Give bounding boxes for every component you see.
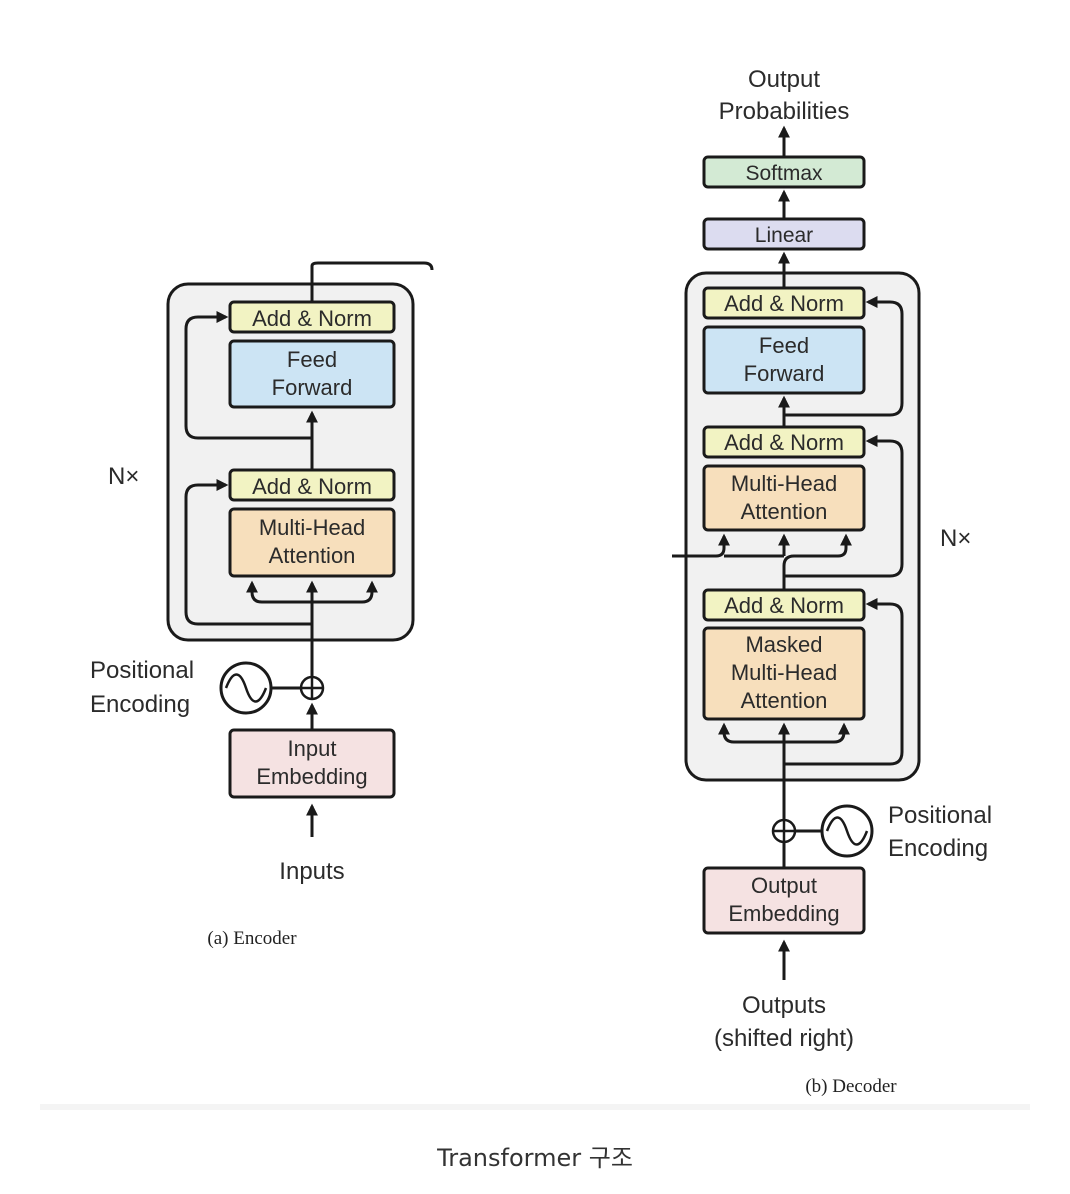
decoder-subcaption: (b) Decoder [805,1076,897,1097]
decoder-feed-forward: Feed Forward [702,325,866,395]
svg-text:Attention: Attention [741,499,828,524]
svg-text:Add & Norm: Add & Norm [724,430,844,455]
svg-text:Output: Output [751,873,817,898]
encoder-feed-forward: Feed Forward [228,339,396,409]
transformer-diagram: N× Add & Norm Feed Forward Add & Norm [90,66,992,1097]
svg-text:Positional: Positional [888,802,992,829]
svg-text:Add & Norm: Add & Norm [252,306,372,331]
svg-text:Attention: Attention [269,543,356,568]
decoder-masked-multi-head-attention: Masked Multi-Head Attention [702,626,866,721]
svg-text:Add & Norm: Add & Norm [724,291,844,316]
svg-text:Multi-Head: Multi-Head [259,515,365,540]
svg-text:Forward: Forward [744,361,825,386]
svg-text:Feed: Feed [759,333,809,358]
encoder-layer-stack [166,282,415,642]
encoder-input-embedding: Input Embedding [228,728,396,799]
encoder-positional-encoding: Positional Encoding [90,657,300,718]
decoder-output-label-line2: Probabilities [719,98,850,125]
decoder-outputs-label-line2: (shifted right) [714,1025,854,1052]
svg-text:Embedding: Embedding [256,764,367,789]
svg-text:Attention: Attention [741,688,828,713]
decoder-output-label-line1: Output [748,66,820,93]
encoder-add-norm-bottom: Add & Norm [228,468,396,502]
encoder-add-norm-top: Add & Norm [228,300,396,334]
encoder-subcaption: (a) Encoder [207,928,297,949]
svg-text:Encoding: Encoding [888,835,988,862]
decoder-linear: Linear [702,217,866,251]
encoder: N× Add & Norm Feed Forward Add & Norm [90,261,434,949]
svg-text:Input: Input [288,736,337,761]
decoder-add-symbol [771,818,797,844]
decoder-positional-encoding: Positional Encoding [795,802,992,862]
decoder: N× Output Probabilities Softmax Linear [672,66,992,1097]
encoder-add-symbol [299,675,325,701]
decoder-add-norm-top: Add & Norm [702,286,866,320]
caption-divider [40,1104,1030,1110]
decoder-softmax: Softmax [702,155,866,189]
decoder-repeat-label: N× [940,525,971,552]
svg-text:Masked: Masked [745,632,822,657]
encoder-multi-head-attention: Multi-Head Attention [228,507,396,578]
encoder-inputs-label: Inputs [279,858,344,885]
svg-text:Linear: Linear [755,224,813,247]
svg-text:Add & Norm: Add & Norm [724,593,844,618]
decoder-add-norm-bottom: Add & Norm [702,588,866,622]
svg-text:Positional: Positional [90,657,194,684]
svg-text:Embedding: Embedding [728,901,839,926]
encoder-repeat-label: N× [108,463,139,490]
decoder-add-norm-mid: Add & Norm [702,425,866,459]
decoder-output-embedding: Output Embedding [702,866,866,935]
decoder-outputs-label-line1: Outputs [742,992,826,1019]
figure-caption: Transformer 구조 [437,1144,633,1172]
svg-text:Encoding: Encoding [90,691,190,718]
svg-text:Multi-Head: Multi-Head [731,660,837,685]
svg-text:Softmax: Softmax [745,162,823,185]
svg-text:Forward: Forward [272,375,353,400]
svg-text:Add & Norm: Add & Norm [252,474,372,499]
svg-text:Multi-Head: Multi-Head [731,471,837,496]
svg-text:Feed: Feed [287,347,337,372]
decoder-multi-head-attention: Multi-Head Attention [702,464,866,532]
